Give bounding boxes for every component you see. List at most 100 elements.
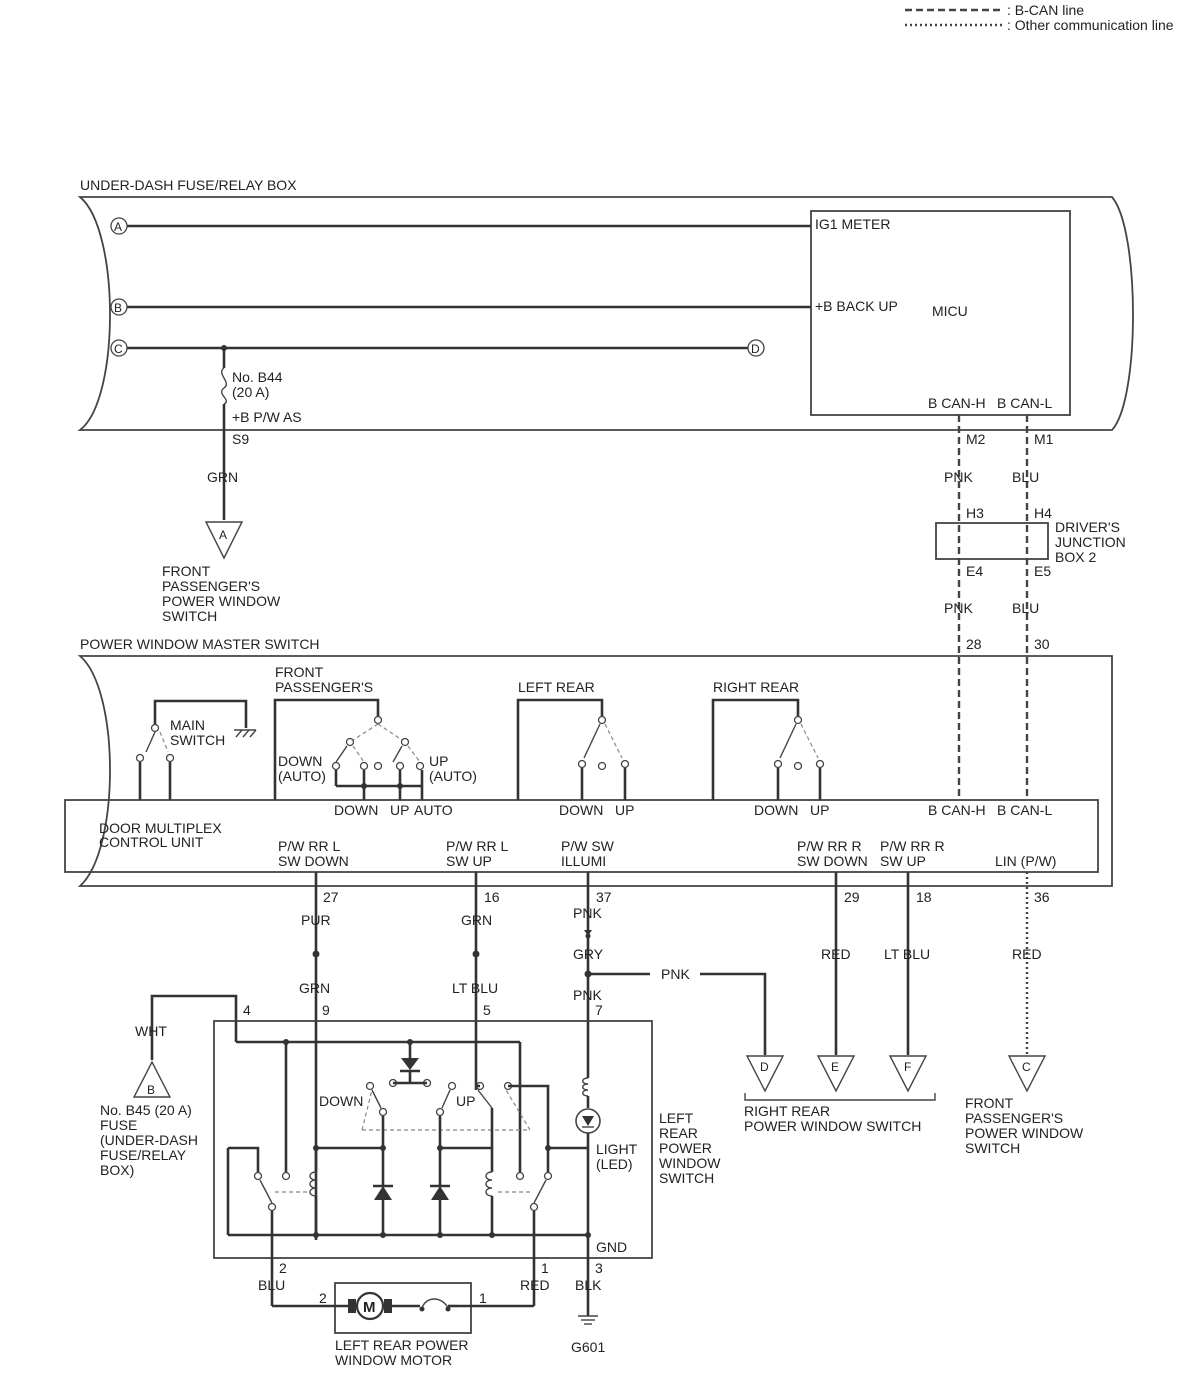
wire-pnk-37: PNK [573, 905, 602, 921]
fp-down-auto-label-2: (AUTO) [278, 768, 326, 784]
offpage-b-triangle [132, 1060, 172, 1098]
wire-blu-motor: BLU [258, 1277, 285, 1293]
rr-pw-switch-label-1: RIGHT REAR [744, 1103, 830, 1119]
illumi-label-1: P/W SW [561, 838, 615, 854]
micu-box [810, 210, 1071, 416]
light-led-icon [575, 1108, 601, 1134]
lr-terminal-5: 5 [483, 1002, 491, 1018]
fp-up-terminal-label: UP [390, 802, 409, 818]
micu-label: MICU [932, 303, 968, 319]
wire-red-motor: RED [520, 1277, 550, 1293]
lr-switch-label-4: WINDOW [659, 1155, 721, 1171]
light-label-1: LIGHT [596, 1141, 638, 1157]
offpage-a-label-1: FRONT [162, 563, 211, 579]
junction-label-3: BOX 2 [1055, 549, 1096, 565]
wire-ltblu-18: LT BLU [884, 946, 930, 962]
fp-auto-terminal-label: AUTO [414, 802, 453, 818]
fp-pw-switch-label-3: POWER WINDOW [965, 1125, 1084, 1141]
terminal-29: 29 [844, 889, 860, 905]
motor-terminal-1: 1 [479, 1290, 487, 1306]
front-passenger-switch-group: FRONT PASSENGER'S DOWN (AUTO) UP (AUTO) … [273, 664, 477, 818]
junction-label-2: JUNCTION [1055, 534, 1126, 550]
offpage-b-label-4: FUSE/RELAY [100, 1147, 187, 1163]
wire-grn-16: GRN [461, 912, 492, 928]
wire-grn-a: GRN [207, 469, 238, 485]
motor-label-2: WINDOW MOTOR [335, 1352, 452, 1368]
lr-gnd-label: GND [596, 1239, 627, 1255]
led-resistor [582, 1077, 589, 1097]
relay-coil-right [485, 1171, 493, 1197]
lr-switch-label-3: POWER [659, 1140, 712, 1156]
fuse-box-outline [77, 196, 1134, 431]
offpage-b-label-1: No. B45 (20 A) [100, 1102, 192, 1118]
connector-c: C [110, 339, 128, 357]
terminal-36: 36 [1034, 889, 1050, 905]
relay-coil-left [309, 1171, 317, 1197]
offpage-a-label-2: PASSENGER'S [162, 578, 260, 594]
terminal-18: 18 [916, 889, 932, 905]
offpage-e: E [816, 1055, 856, 1093]
offpage-b-label-2: FUSE [100, 1117, 137, 1133]
micu-bcanl-label: B CAN-L [997, 395, 1052, 411]
wire-blk: BLK [575, 1277, 602, 1293]
offpage-f: F [888, 1055, 928, 1093]
fp-pw-switch-label-4: SWITCH [965, 1140, 1020, 1156]
illumi-label-2: ILLUMI [561, 853, 606, 869]
lr-terminal-4: 4 [243, 1002, 251, 1018]
svg-text:C: C [114, 342, 123, 356]
lr-terminal-7: 7 [595, 1002, 603, 1018]
main-switch-label-2: SWITCH [170, 732, 225, 748]
motor-label-1: LEFT REAR POWER [335, 1337, 469, 1353]
svg-text:D: D [751, 342, 760, 356]
svg-text:B: B [114, 301, 122, 315]
wire-pnk-1: PNK [944, 469, 973, 485]
terminal-16: 16 [484, 889, 500, 905]
fuse-b44-symbol [221, 367, 227, 405]
legend-other: : Other communication line [1007, 17, 1174, 33]
fuse-box-title: UNDER-DASH FUSE/RELAY BOX [80, 177, 297, 193]
rr-group-label: RIGHT REAR [713, 679, 799, 695]
offpage-a-letter: A [219, 528, 227, 542]
svg-text:F: F [904, 1060, 911, 1074]
ground-icon [234, 729, 257, 738]
rrr-up-label-1: P/W RR R [880, 838, 945, 854]
rrl-down-label-2: SW DOWN [278, 853, 349, 869]
rrr-down-label-2: SW DOWN [797, 853, 868, 869]
lr-switch-label-2: REAR [659, 1125, 698, 1141]
terminal-37: 37 [596, 889, 612, 905]
wire-ltblu-5: LT BLU [452, 980, 498, 996]
terminal-30: 30 [1034, 636, 1050, 652]
offpage-b-label-5: BOX) [100, 1162, 134, 1178]
connector-d: D [747, 339, 765, 357]
dmcu-bcanh-label: B CAN-H [928, 802, 986, 818]
dmcu-label-1: DOOR MULTIPLEX [99, 820, 222, 836]
motor-icon: M [355, 1291, 385, 1321]
lin-label: LIN (P/W) [995, 853, 1056, 869]
diode-right [431, 1186, 449, 1200]
svg-text:A: A [114, 220, 122, 234]
circuit-breaker-icon [421, 1298, 449, 1309]
rr-down-label: DOWN [754, 802, 798, 818]
fuse-b44-rating: (20 A) [232, 384, 269, 400]
svg-text:C: C [1022, 1060, 1031, 1074]
micu-bcanh-label: B CAN-H [928, 395, 986, 411]
rrl-down-label-1: P/W RR L [278, 838, 340, 854]
master-switch-title: POWER WINDOW MASTER SWITCH [80, 636, 320, 652]
fp-pw-switch-label-2: PASSENGER'S [965, 1110, 1063, 1126]
light-label-2: (LED) [596, 1156, 633, 1172]
lr-terminal-2: 2 [279, 1260, 287, 1276]
fp-down-terminal-label: DOWN [334, 802, 378, 818]
master-switch-outline [77, 655, 1113, 887]
rrr-up-label-2: SW UP [880, 853, 926, 869]
fp-up-auto-label-1: UP [429, 753, 448, 769]
lr-switch-label-1: LEFT [659, 1110, 694, 1126]
left-rear-pw-switch-box [213, 1020, 653, 1259]
legend: : B-CAN line : Other communication line [905, 2, 1174, 33]
fp-group-label-2: PASSENGER'S [275, 679, 373, 695]
svg-text:M: M [363, 1299, 376, 1316]
offpage-b-letter: B [147, 1083, 155, 1097]
offpage-a-triangle [204, 521, 244, 560]
rrl-up-label-1: P/W RR L [446, 838, 508, 854]
main-switch-label-1: MAIN [170, 717, 205, 733]
